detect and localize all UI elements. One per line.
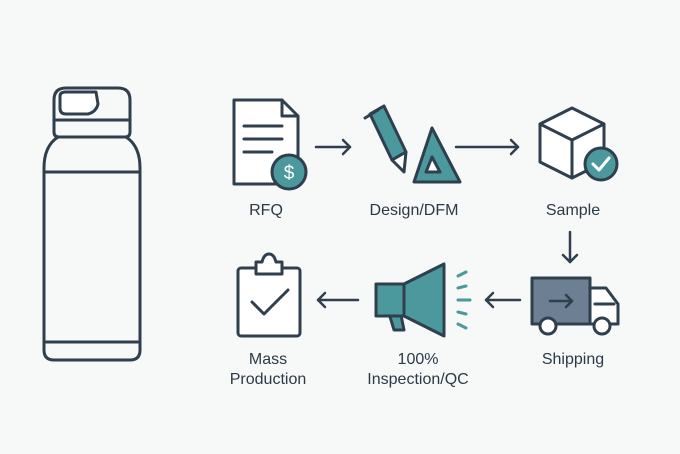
arrow-right-icon bbox=[454, 138, 520, 156]
step-label-line: Inspection/QC bbox=[367, 371, 469, 388]
step-label-line: 100% bbox=[397, 351, 439, 368]
step-label-line: Shipping bbox=[541, 351, 605, 368]
step-label-mass-production: Mass Production bbox=[230, 350, 307, 390]
megaphone-icon bbox=[374, 262, 472, 338]
water-bottle-icon bbox=[42, 86, 142, 362]
delivery-truck-icon bbox=[530, 276, 620, 336]
arrow-left-icon bbox=[316, 291, 360, 309]
step-label-design: Design/DFM bbox=[370, 201, 459, 221]
arrow-right-icon bbox=[314, 138, 352, 156]
step-label-line: Sample bbox=[545, 202, 601, 219]
step-label-line: Mass bbox=[248, 351, 288, 368]
arrow-left-icon bbox=[484, 291, 522, 309]
step-label-inspection: 100% Inspection/QC bbox=[367, 350, 468, 390]
step-label-line: Design/DFM bbox=[369, 202, 459, 219]
document-with-dollar-icon: $ bbox=[232, 98, 308, 191]
step-label-line: Production bbox=[229, 371, 307, 388]
step-label-line: RFQ bbox=[249, 202, 283, 219]
clipboard-check-icon bbox=[236, 252, 302, 338]
pencil-and-triangle-icon bbox=[363, 104, 462, 184]
step-label-shipping: Shipping bbox=[542, 350, 604, 370]
box-with-checkmark-icon bbox=[538, 106, 619, 182]
arrow-down-icon bbox=[561, 230, 579, 264]
step-label-rfq: RFQ bbox=[249, 201, 283, 221]
svg-text:$: $ bbox=[284, 163, 295, 184]
step-label-sample: Sample bbox=[546, 201, 600, 221]
